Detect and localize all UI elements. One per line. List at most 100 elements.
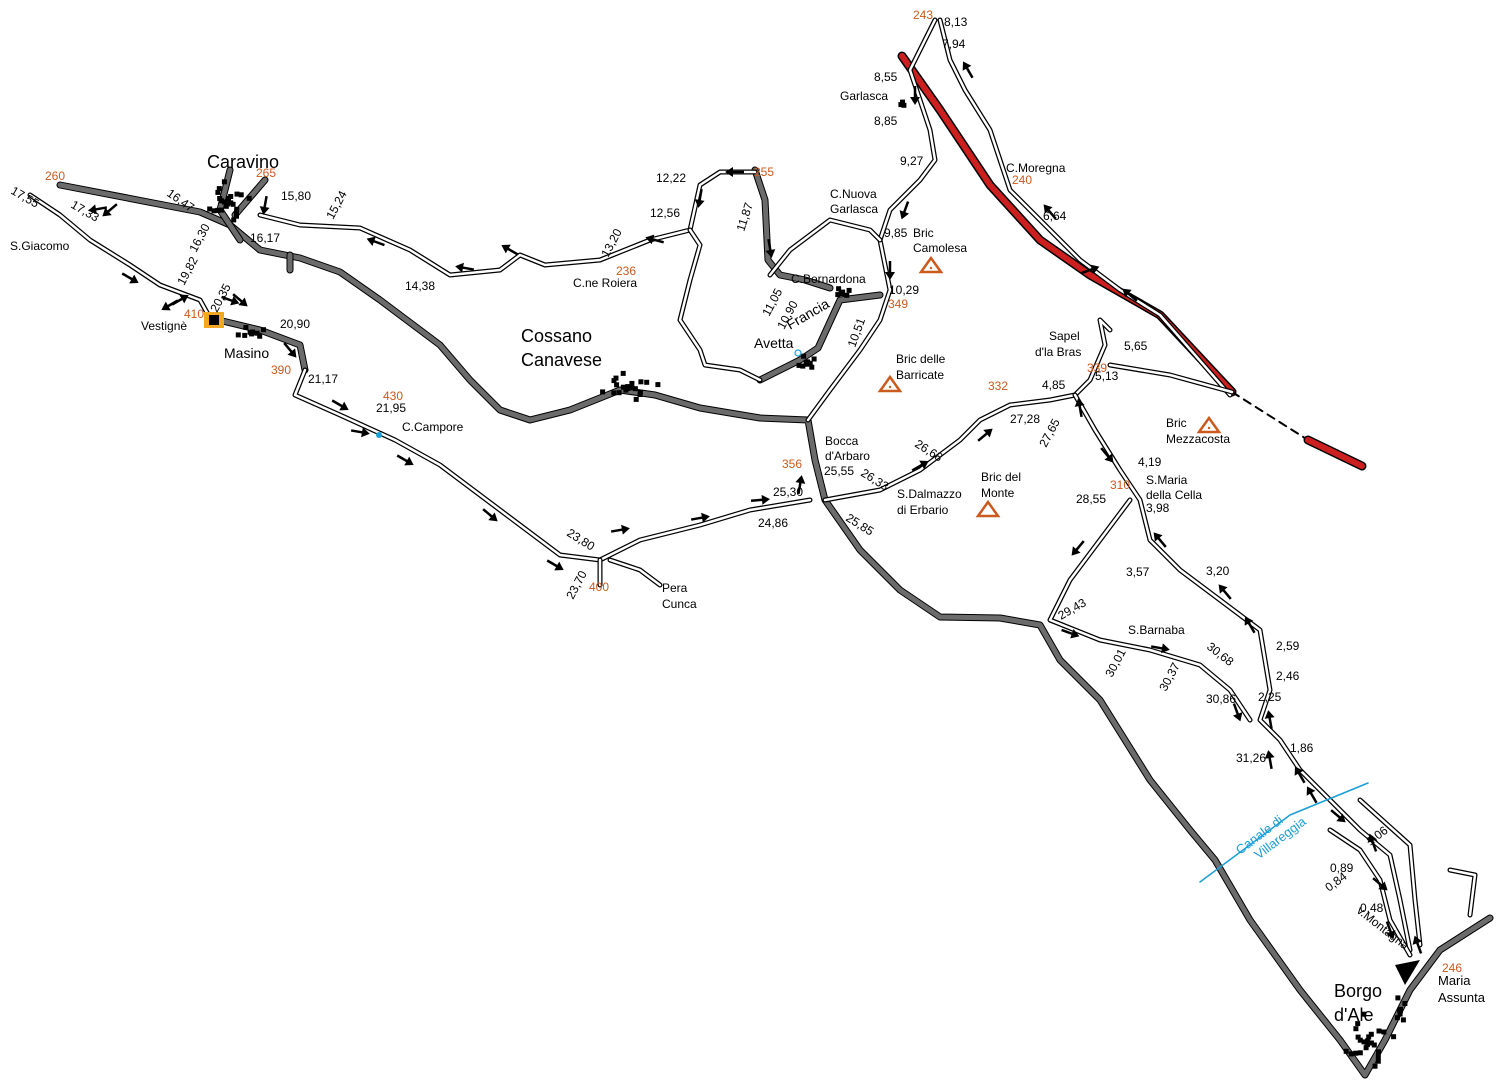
distance-label: 4,19 bbox=[1138, 455, 1162, 469]
spring-icon bbox=[794, 349, 802, 357]
distance-label: 20,35 bbox=[207, 281, 234, 314]
distance-label: 0,48 bbox=[1360, 901, 1384, 915]
building bbox=[242, 332, 248, 338]
direction-arrow bbox=[455, 262, 475, 273]
building bbox=[900, 99, 905, 105]
building bbox=[1364, 1042, 1370, 1048]
building bbox=[1348, 1051, 1354, 1057]
distance-label: 28,55 bbox=[1076, 492, 1106, 506]
distance-label: 17,33 bbox=[69, 197, 102, 224]
elevation-label: 356 bbox=[782, 457, 802, 471]
distance-label: 23,80 bbox=[564, 526, 597, 554]
distance-label: 25,55 bbox=[824, 464, 854, 478]
building bbox=[1371, 1042, 1377, 1048]
building bbox=[228, 200, 234, 206]
place-label: C.Moregna bbox=[1006, 161, 1066, 175]
direction-arrow bbox=[1264, 750, 1275, 770]
distance-label: 31,26 bbox=[1236, 751, 1266, 765]
building bbox=[611, 390, 617, 396]
elevation-label: 410 bbox=[184, 307, 204, 321]
building bbox=[1397, 1011, 1403, 1017]
direction-arrow bbox=[221, 295, 240, 306]
building bbox=[1395, 995, 1401, 1001]
building bbox=[620, 370, 626, 376]
building bbox=[846, 287, 852, 293]
building bbox=[207, 206, 213, 212]
direction-arrow bbox=[910, 86, 920, 105]
place-label: Mezzacosta bbox=[1166, 432, 1230, 446]
building bbox=[638, 379, 644, 385]
place-label: Camolesa bbox=[913, 241, 967, 255]
place-label: S.Giacomo bbox=[10, 239, 70, 253]
building bbox=[219, 207, 224, 213]
building bbox=[801, 353, 807, 359]
building bbox=[234, 213, 239, 219]
building bbox=[1376, 1028, 1382, 1034]
building bbox=[1397, 1007, 1403, 1013]
building bbox=[1400, 1017, 1406, 1023]
elevation-label: 246 bbox=[1442, 961, 1462, 975]
building bbox=[614, 382, 620, 388]
direction-arrow bbox=[546, 559, 564, 571]
distance-label: 7,94 bbox=[942, 37, 966, 51]
canal bbox=[1199, 782, 1369, 883]
distance-label: 0,89 bbox=[1330, 861, 1354, 875]
direction-arrow bbox=[102, 203, 118, 217]
place-label: C.Bernardona bbox=[791, 272, 866, 286]
building bbox=[1353, 1026, 1359, 1032]
place-label: della Cella bbox=[1146, 488, 1202, 502]
direction-arrow bbox=[1153, 532, 1167, 548]
start-marker-icon bbox=[1395, 960, 1420, 985]
distance-label: 30,01 bbox=[1102, 646, 1129, 679]
direction-arrow bbox=[1122, 288, 1138, 302]
building bbox=[844, 292, 850, 298]
distance-label: 27,65 bbox=[1036, 416, 1063, 449]
direction-arrow bbox=[750, 494, 770, 505]
building bbox=[1363, 1045, 1369, 1051]
distance-label: 24,86 bbox=[758, 516, 788, 530]
distance-label: 16,30 bbox=[186, 221, 213, 254]
direction-arrow bbox=[899, 201, 910, 220]
building bbox=[211, 208, 217, 214]
elevation-label: 260 bbox=[45, 169, 65, 183]
building bbox=[219, 198, 224, 204]
direction-arrow bbox=[725, 167, 744, 177]
building bbox=[629, 385, 635, 391]
direction-arrow bbox=[1043, 204, 1057, 220]
direction-arrow bbox=[1330, 809, 1346, 823]
spring-icon bbox=[376, 432, 382, 438]
building bbox=[620, 384, 626, 390]
place-label: Bric bbox=[913, 226, 934, 240]
direction-arrow bbox=[1367, 833, 1378, 852]
place-label: Garlasca bbox=[830, 202, 878, 216]
building bbox=[1355, 1021, 1361, 1027]
direction-arrow bbox=[1372, 877, 1388, 891]
place-label: Monte bbox=[981, 486, 1015, 500]
building bbox=[234, 210, 239, 216]
distance-label: 4,85 bbox=[1042, 378, 1066, 392]
distance-label: 11,87 bbox=[734, 201, 756, 233]
place-label: C.Campore bbox=[402, 420, 464, 434]
direction-arrow bbox=[765, 238, 776, 258]
building bbox=[1357, 1037, 1363, 1043]
distance-label: 8,13 bbox=[944, 15, 968, 29]
direction-arrow bbox=[911, 460, 929, 472]
direction-arrow bbox=[885, 261, 895, 280]
place-label: Barricate bbox=[896, 368, 944, 382]
direction-arrow bbox=[962, 61, 974, 79]
direction-arrow bbox=[1244, 616, 1256, 634]
distance-label: 19,82 bbox=[174, 254, 201, 287]
place-label: Avetta bbox=[754, 335, 794, 351]
distance-label: 13,20 bbox=[598, 226, 625, 259]
direction-arrow bbox=[795, 475, 806, 495]
building bbox=[1376, 1049, 1381, 1055]
building bbox=[215, 207, 221, 213]
elevation-label: 265 bbox=[256, 166, 276, 180]
elevation-label: 243 bbox=[913, 8, 933, 22]
building bbox=[811, 356, 817, 362]
building bbox=[231, 217, 237, 223]
direction-arrow bbox=[161, 299, 179, 311]
distance-label: 9,27 bbox=[900, 154, 924, 168]
